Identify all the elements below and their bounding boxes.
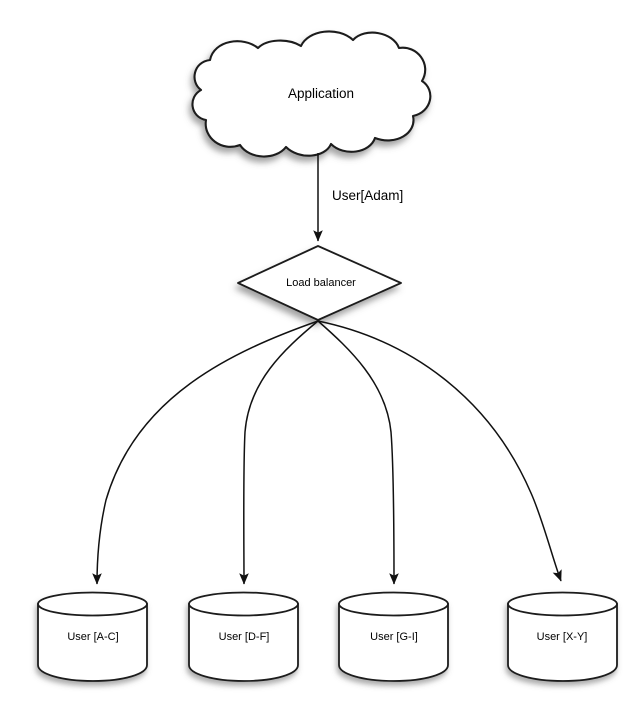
database-icon — [37, 591, 148, 682]
diamond-icon — [237, 245, 402, 321]
database-icon — [188, 591, 299, 682]
cloud-icon — [191, 30, 432, 158]
edge-balancer-to-db-1 — [239, 320, 319, 585]
edge-balancer-to-db-0 — [92, 320, 319, 585]
edge-balancer-to-db-2 — [317, 320, 399, 585]
database-icon — [338, 591, 449, 682]
database-icon — [507, 591, 618, 682]
edge-balancer-to-db-3 — [317, 320, 562, 582]
